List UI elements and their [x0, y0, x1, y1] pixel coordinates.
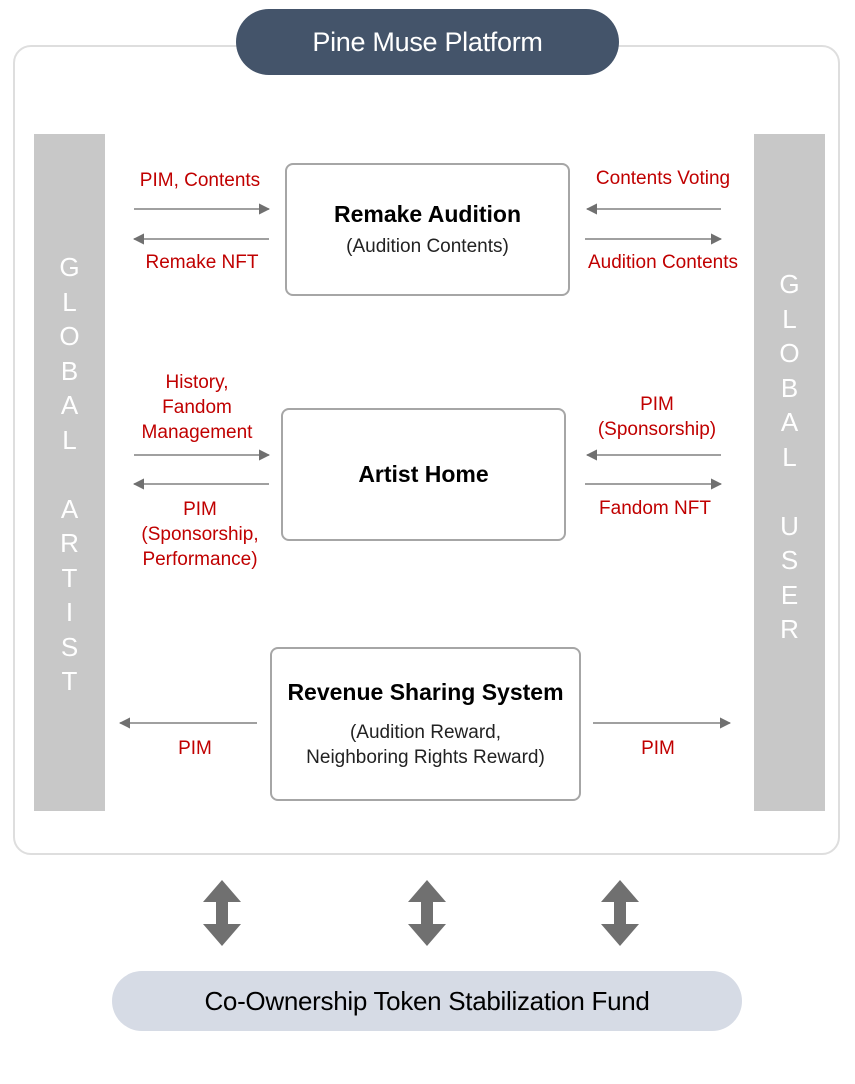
revenue-sharing-subtitle: (Audition Reward, Neighboring Rights Rew…: [306, 721, 545, 768]
flow-label-history-fandom: History, Fandom Management: [141, 372, 253, 443]
global-user-panel: [754, 134, 825, 811]
double-arrow-center: [408, 880, 446, 946]
global-user-label: G L O B A L U S E R: [779, 269, 800, 644]
flow-label-pim-sponsorship: PIM (Sponsorship): [597, 394, 717, 440]
flow-label-remake-nft: Remake NFT: [145, 252, 259, 273]
flow-label-contents-voting: Contents Voting: [595, 168, 731, 189]
flow-label-pim-sponsorship-performance: PIM (Sponsorship, Performance): [141, 499, 259, 570]
remake-audition-title: Remake Audition: [333, 200, 521, 227]
global-artist-panel: [34, 134, 105, 811]
flow-label-audition-contents: Audition Contents: [588, 252, 738, 273]
artist-home-box: Artist Home: [281, 408, 566, 541]
remake-audition-box: Remake Audition (Audition Contents): [285, 163, 570, 296]
remake-audition-subtitle: (Audition Contents): [346, 235, 509, 257]
stabilization-fund: Co-Ownership Token Stabilization Fund: [112, 971, 742, 1031]
double-arrow-right: [601, 880, 639, 946]
platform-title: Pine Muse Platform: [236, 9, 619, 75]
global-artist-label: G L O B A L A R T I S T: [59, 252, 80, 696]
flow-label-fandom-nft: Fandom NFT: [599, 498, 711, 519]
flow-label-pim-contents: PIM, Contents: [139, 170, 261, 191]
flow-label-pim-left: PIM: [178, 738, 212, 759]
revenue-sharing-box: Revenue Sharing System (Audition Reward,…: [270, 647, 581, 801]
artist-home-title: Artist Home: [358, 461, 489, 487]
flow-label-pim-right: PIM: [641, 738, 675, 759]
double-arrow-left: [203, 880, 241, 946]
revenue-sharing-title: Revenue Sharing System: [287, 678, 564, 705]
